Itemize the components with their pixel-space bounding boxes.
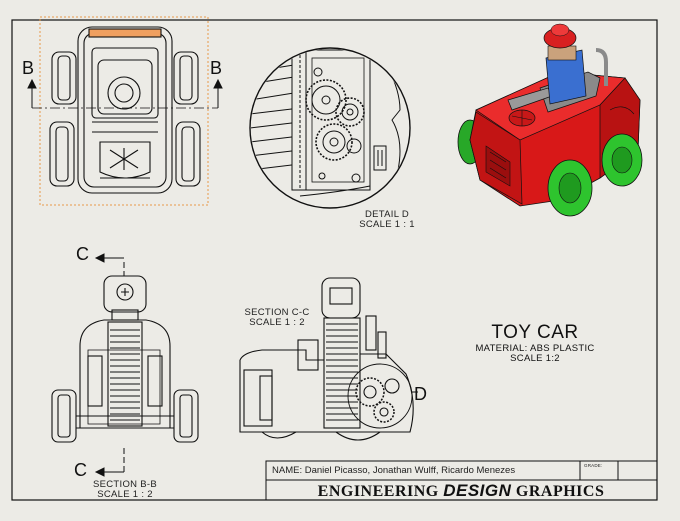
banner-graphics: GRAPHICS: [515, 483, 605, 500]
section-b-b-label: SECTION B-B SCALE 1 : 2: [80, 480, 170, 500]
title-block: [265, 460, 658, 501]
section-marker-c-bottom: C: [74, 460, 87, 480]
section-arrows-b: [27, 78, 223, 108]
top-view: [32, 16, 218, 206]
section-b-b-name: SECTION B-B: [92, 479, 157, 490]
section-c-c-label: SECTION C-C SCALE 1 : 2: [232, 308, 322, 328]
section-marker-b-left: B: [22, 58, 35, 78]
section-b-b-scale: SCALE 1 : 2: [97, 489, 153, 500]
section-c-c-view: [239, 277, 414, 441]
detail-d-name: DETAIL D: [364, 209, 410, 220]
toy-car-render: [457, 23, 643, 217]
section-arrows-c: [94, 253, 125, 477]
detail-d-view: [249, 47, 411, 209]
drawing-title-group: TOY CAR MATERIAL: ABS PLASTIC SCALE 1:2: [440, 322, 630, 364]
detail-d-scale: SCALE 1 : 1: [359, 219, 415, 230]
banner-engineering: ENGINEERING: [317, 483, 439, 500]
drawing-scale: SCALE 1:2: [510, 353, 560, 364]
section-marker-b-right: B: [210, 58, 223, 78]
section-marker-c-top: C: [76, 244, 89, 264]
section-c-c-name: SECTION C-C: [244, 307, 310, 318]
banner-design: DESIGN: [443, 481, 512, 500]
title-block-names: NAME: Daniel Picasso, Jonathan Wulff, Ri…: [272, 465, 516, 476]
section-b-b-view: [51, 275, 199, 443]
detail-marker-d: D: [414, 384, 427, 404]
title-block-banner: ENGINEERING DESIGN GRAPHICS: [268, 481, 654, 501]
detail-d-label: DETAIL D SCALE 1 : 1: [342, 210, 432, 230]
drawing-material: MATERIAL: ABS PLASTIC: [475, 343, 595, 354]
section-c-c-scale: SCALE 1 : 2: [249, 317, 305, 328]
drawing-title: TOY CAR: [491, 322, 579, 343]
title-block-grade-label: GRADE:: [584, 463, 603, 468]
